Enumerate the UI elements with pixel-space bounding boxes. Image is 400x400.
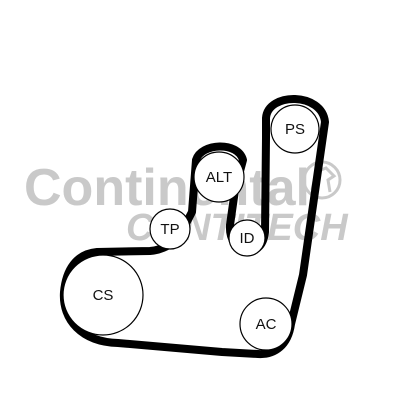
pulley-id-label: ID xyxy=(240,230,255,247)
pulley-ps: PS xyxy=(270,104,320,154)
drive-belt xyxy=(59,95,329,359)
pulley-alt: ALT xyxy=(193,151,245,203)
pulley-alt-circle xyxy=(193,151,245,203)
pulley-id: ID xyxy=(228,219,266,257)
pulley-ps-circle xyxy=(270,104,320,154)
pulley-ac-circle xyxy=(239,297,293,351)
pulley-ps-label: PS xyxy=(285,121,305,138)
pulley-ac-label: AC xyxy=(256,316,277,333)
pulley-tp: TP xyxy=(149,208,191,250)
pulley-tp-circle xyxy=(149,208,191,250)
belt-path xyxy=(59,95,329,359)
pulley-cs-circle xyxy=(62,254,144,336)
pulley-id-circle xyxy=(228,219,266,257)
pulley-tp-label: TP xyxy=(160,221,179,238)
pulley-cs: CS xyxy=(62,254,144,336)
pulley-ac: AC xyxy=(239,297,293,351)
pulley-cs-label: CS xyxy=(93,287,114,304)
pulley-alt-label: ALT xyxy=(206,169,232,186)
